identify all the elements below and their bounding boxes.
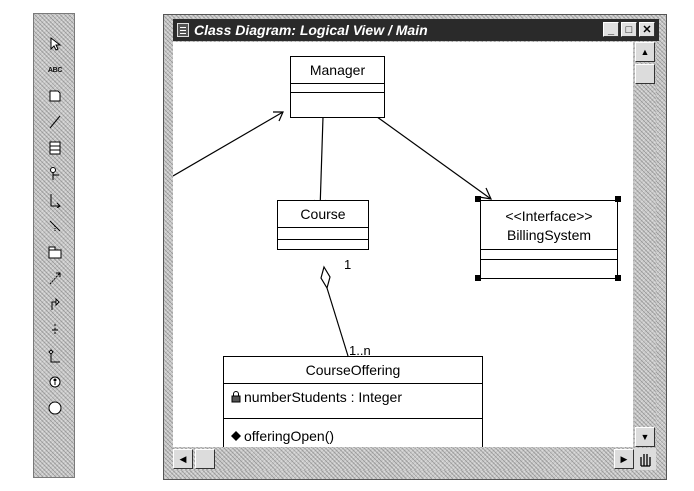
selection-handle-top-right[interactable]	[615, 196, 621, 202]
pan-hand-icon[interactable]	[634, 448, 656, 470]
association-line-left-manager[interactable]	[173, 111, 284, 177]
diagram-canvas[interactable]: Manager Course 1 <<Interface>> BillingSy…	[173, 42, 633, 447]
unidirectional-association-icon[interactable]	[45, 190, 65, 210]
association-line-manager-course[interactable]	[319, 116, 324, 211]
selection-arrow-icon[interactable]	[45, 34, 65, 54]
association-line-manager-billing[interactable]	[372, 113, 492, 200]
interface-billing-system[interactable]: <<Interface>> BillingSystem	[480, 200, 618, 279]
window-title: Class Diagram: Logical View / Main	[194, 22, 428, 38]
horizontal-scrollbar[interactable]: ◀ ▶	[173, 448, 634, 470]
course-attributes-compartment	[278, 228, 368, 240]
text-box-icon[interactable]: ABC	[47, 66, 63, 74]
attribute-number-students[interactable]: numberStudents : Integer	[224, 386, 482, 408]
multiplicity-course-end: 1	[344, 257, 352, 272]
close-button[interactable]: ✕	[639, 22, 655, 37]
diagram-toolbox: ABC	[33, 13, 75, 478]
scroll-right-icon[interactable]: ▶	[614, 449, 634, 469]
window-menu-icon[interactable]	[177, 23, 189, 37]
scroll-down-icon[interactable]: ▼	[635, 427, 655, 447]
arrowhead-billing	[478, 187, 493, 200]
window-title-bar[interactable]: Class Diagram: Logical View / Main _ □ ✕	[173, 19, 659, 41]
class-diagram-window: Class Diagram: Logical View / Main _ □ ✕…	[163, 14, 667, 480]
parameterized-class-icon[interactable]	[45, 372, 65, 392]
vertical-scrollbar[interactable]: ▲ ▼	[634, 42, 656, 447]
billing-operations-compartment	[481, 260, 617, 269]
billing-attributes-compartment	[481, 250, 617, 260]
class-name-course: Course	[278, 201, 368, 228]
dependency-icon[interactable]	[45, 268, 65, 288]
manager-operations-compartment	[291, 93, 384, 101]
package-icon[interactable]	[45, 242, 65, 262]
generalization-icon[interactable]	[45, 294, 65, 314]
aggregation-icon[interactable]	[45, 346, 65, 366]
operation-text: offeringOpen()	[244, 428, 335, 444]
attribute-text: numberStudents : Integer	[244, 389, 402, 405]
realize-icon[interactable]	[45, 320, 65, 340]
manager-attributes-compartment	[291, 84, 384, 93]
class-course[interactable]: Course	[277, 200, 369, 250]
operation-offering-open[interactable]: offeringOpen()	[224, 425, 482, 447]
class-name-manager: Manager	[291, 57, 384, 84]
offering-attributes-compartment: numberStudents : Integer	[224, 384, 482, 419]
class-name-course-offering: CourseOffering	[224, 357, 482, 384]
aggregation-diamond	[320, 265, 331, 290]
selection-handle-bottom-right[interactable]	[615, 275, 621, 281]
circle-icon[interactable]	[45, 398, 65, 418]
multiplicity-offering-end: 1..n	[349, 343, 371, 358]
horizontal-scroll-thumb[interactable]	[195, 449, 215, 469]
public-operation-icon	[231, 431, 241, 441]
arrowhead-manager	[273, 111, 284, 122]
association-class-icon[interactable]	[45, 216, 65, 236]
selection-handle-bottom-left[interactable]	[475, 275, 481, 281]
vertical-scroll-thumb[interactable]	[635, 64, 655, 84]
maximize-button[interactable]: □	[621, 22, 637, 37]
interface-name-billing: BillingSystem	[481, 225, 617, 250]
scroll-up-icon[interactable]: ▲	[635, 42, 655, 62]
minimize-button[interactable]: _	[603, 22, 619, 37]
selection-handle-top-left[interactable]	[475, 196, 481, 202]
interface-stereotype: <<Interface>>	[505, 208, 593, 224]
interface-icon[interactable]	[45, 164, 65, 184]
aggregation-line-course-offering[interactable]	[326, 287, 349, 357]
private-attribute-icon	[231, 391, 241, 403]
course-operations-compartment	[278, 240, 368, 250]
scroll-left-icon[interactable]: ◀	[173, 449, 193, 469]
class-manager[interactable]: Manager	[290, 56, 385, 118]
offering-operations-compartment: offeringOpen()	[224, 419, 482, 447]
anchor-note-icon[interactable]	[45, 112, 65, 132]
note-icon[interactable]	[45, 86, 65, 106]
class-icon[interactable]	[45, 138, 65, 158]
class-course-offering[interactable]: CourseOffering numberStudents : Integer …	[223, 356, 483, 447]
